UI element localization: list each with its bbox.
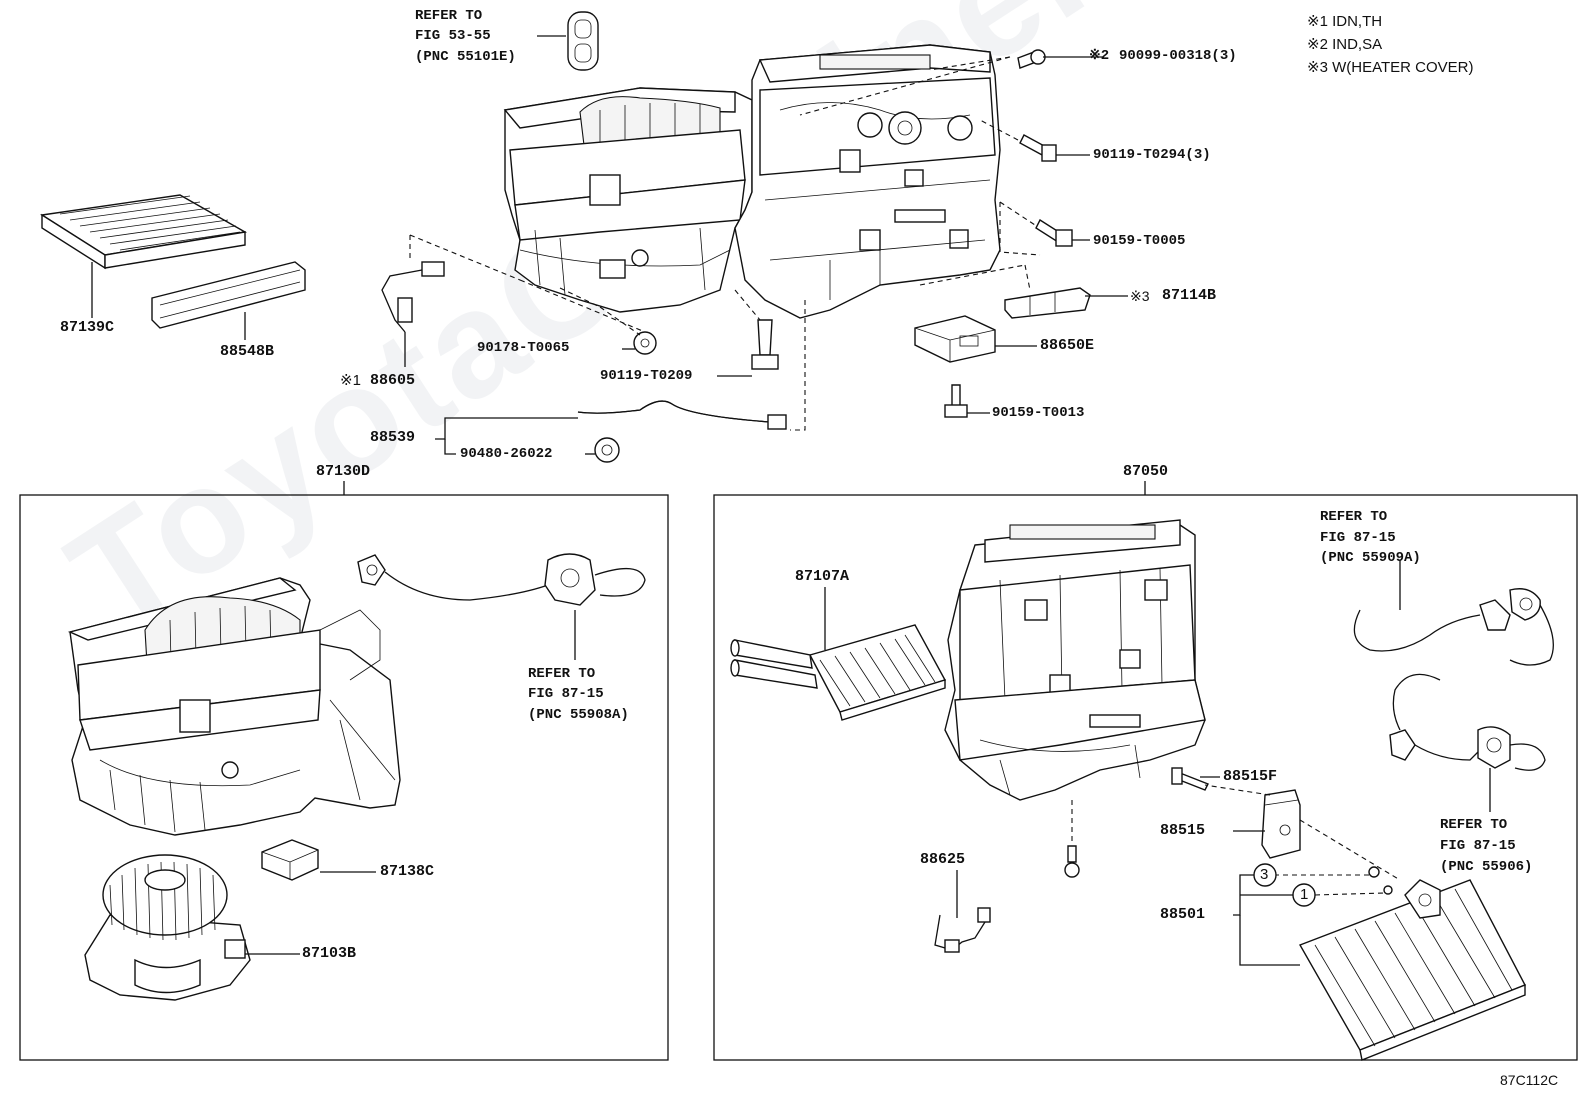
ref-left-line2: FIG 87-15 <box>528 686 604 702</box>
note-3: ※3 W(HEATER COVER) <box>1307 59 1474 76</box>
sensor-wire-55909A <box>1353 588 1554 666</box>
heater-core-87107A <box>730 624 947 721</box>
note-2: ※2 IND,SA <box>1307 36 1383 53</box>
ref-right-top-line3: (PNC 55909A) <box>1320 550 1421 566</box>
part-label-87107A[interactable]: 87107A <box>795 568 850 585</box>
air-filter <box>40 194 248 270</box>
wire-88625 <box>934 907 991 953</box>
ref-top-line1: REFER TO <box>415 8 483 24</box>
sensor-wire-55908A <box>357 553 646 606</box>
filter-case <box>151 261 306 329</box>
ref-right-bottom-line1: REFER TO <box>1440 817 1508 833</box>
part-label-90480-26022[interactable]: 90480-26022 <box>460 446 553 462</box>
screw-90159-T0013 <box>944 384 968 418</box>
part-label-90099-mark[interactable]: ※2 <box>1089 48 1110 64</box>
screw-90119-T0209 <box>751 319 779 370</box>
part-label-88605-mark[interactable]: ※1 <box>340 372 361 389</box>
part-label-90178-T0065[interactable]: 90178-T0065 <box>477 340 570 356</box>
part-label-88625[interactable]: 88625 <box>920 851 966 868</box>
control-module <box>914 315 996 363</box>
blower-assembly <box>67 577 401 836</box>
part-label-87103B[interactable]: 87103B <box>302 945 357 962</box>
part-label-88515[interactable]: 88515 <box>1160 822 1206 839</box>
part-label-88515F[interactable]: 88515F <box>1223 768 1278 785</box>
part-label-87114-mark[interactable]: ※3 <box>1130 288 1150 304</box>
grommet-90480 <box>594 437 620 463</box>
part-label-90119-T0294[interactable]: 90119-T0294(3) <box>1093 147 1211 163</box>
part-label-90159-T0005[interactable]: 90159-T0005 <box>1093 233 1186 249</box>
part-label-88501[interactable]: 88501 <box>1160 906 1206 923</box>
part-label-88548B[interactable]: 88548B <box>220 343 275 360</box>
ref-right-bottom-line3: (PNC 55906) <box>1440 859 1533 875</box>
evaporator-88501 <box>1298 866 1526 1061</box>
sensor-wire-88605 <box>381 261 445 333</box>
ref-top-line2: FIG 53-55 <box>415 28 491 44</box>
expansion-valve-88515 <box>1261 789 1301 859</box>
ref-left-line1: REFER TO <box>528 666 596 682</box>
circle-label-1: 1 <box>1300 886 1309 903</box>
part-label-87138C[interactable]: 87138C <box>380 863 435 880</box>
figure-code: 87C112C <box>1500 1072 1559 1088</box>
ref-left-line3: (PNC 55908A) <box>528 707 629 723</box>
screw-90119-T0294 <box>1019 134 1057 162</box>
screw-90159-T0005 <box>1035 218 1073 247</box>
drain-screw <box>1064 845 1080 878</box>
circle-label-3: 3 <box>1260 866 1269 883</box>
ref-right-bottom-line2: FIG 87-15 <box>1440 838 1516 854</box>
vent-clip <box>567 11 599 71</box>
ref-right-top-line2: FIG 87-15 <box>1320 530 1396 546</box>
fastener-90178 <box>633 331 657 355</box>
heater-unit-87050 <box>944 519 1206 801</box>
part-label-87114B[interactable]: 87114B <box>1162 287 1217 304</box>
heater-cover <box>1004 287 1091 319</box>
main-hvac-unit <box>503 44 1001 319</box>
ref-top-line3: (PNC 55101E) <box>415 49 516 65</box>
part-label-87139C[interactable]: 87139C <box>60 319 115 336</box>
screw-88515F <box>1171 767 1209 791</box>
blower-motor-87103B <box>84 854 251 1001</box>
part-label-88650E[interactable]: 88650E <box>1040 337 1095 354</box>
drain-hose <box>577 400 787 430</box>
part-label-87050[interactable]: 87050 <box>1123 463 1169 480</box>
part-label-90159-T0013[interactable]: 90159-T0013 <box>992 405 1085 421</box>
part-label-90099[interactable]: 90099-00318(3) <box>1119 48 1237 64</box>
part-label-88539[interactable]: 88539 <box>370 429 416 446</box>
part-label-88605[interactable]: 88605 <box>370 372 416 389</box>
note-1: ※1 IDN,TH <box>1307 13 1383 30</box>
part-label-87130D[interactable]: 87130D <box>316 463 371 480</box>
resistor-87138C <box>261 839 319 881</box>
screw-90099 <box>1017 49 1046 69</box>
ref-right-top-line1: REFER TO <box>1320 509 1388 525</box>
leader-lines <box>91 35 1491 966</box>
sensor-wire-55906 <box>1389 673 1546 771</box>
part-label-90119-T0209[interactable]: 90119-T0209 <box>600 368 693 384</box>
